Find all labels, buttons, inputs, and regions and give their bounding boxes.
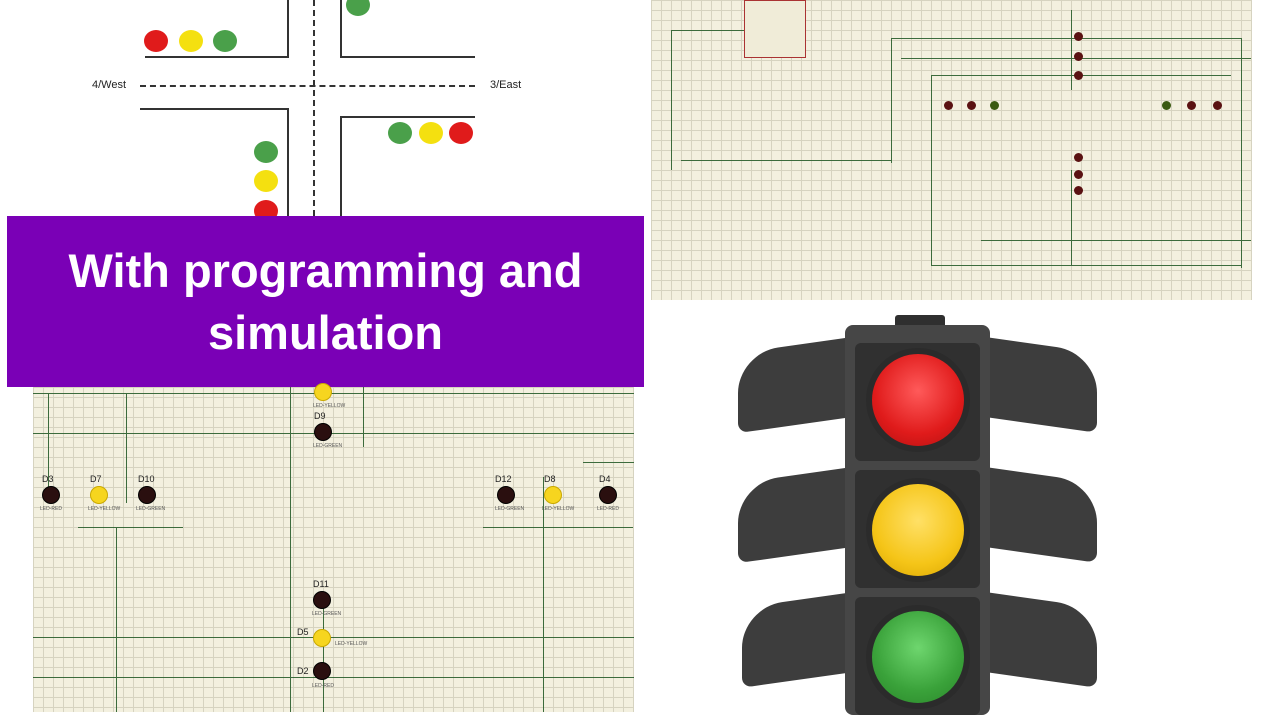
led-label: D7 [90,474,102,484]
led-label: D12 [495,474,512,484]
yellow-light [179,30,203,52]
led-red [1074,32,1083,41]
led-type: LED-GREEN [495,506,525,512]
led-type: LED-RED [312,683,334,689]
yellow-lamp [866,478,970,582]
led-type: LED-RED [40,506,62,512]
circuit-schematic-top [651,0,1252,300]
led-label: D11 [313,579,329,589]
led-type: LED-GREEN [312,611,342,617]
led-red [944,101,953,110]
led-d5 [313,629,331,647]
led-d9 [314,423,332,441]
led-d7 [90,486,108,504]
led-type: LED-YELLOW [88,506,121,512]
green-light [254,141,278,163]
green-light [388,122,412,144]
intersection-diagram: 4/West 3/East [0,0,645,222]
led-type: LED-YELLOW [313,403,346,409]
banner-line-1: With programming and [68,244,583,297]
red-light [449,122,473,144]
led-red [1074,170,1083,179]
led-d3 [42,486,60,504]
led-red [967,101,976,110]
led-red [1074,186,1083,195]
led-d10 [138,486,156,504]
led-d4 [599,486,617,504]
red-lamp [866,348,970,452]
green-light [213,30,237,52]
led-green [990,101,999,110]
led-d8 [544,486,562,504]
led-d11 [313,591,331,609]
led-green [1162,101,1171,110]
red-light [144,30,168,52]
led-type: LED-GREEN [136,506,166,512]
east-label: 3/East [490,79,522,91]
led-label: D3 [42,474,54,484]
traffic-light-illustration [730,315,1110,715]
led-red [1074,52,1083,61]
led-type: LED-YELLOW [335,641,368,647]
led-red [1074,153,1083,162]
green-light [346,0,370,16]
west-label: 4/West [92,79,127,91]
led-d12 [497,486,515,504]
led-type: LED-YELLOW [542,506,575,512]
circuit-schematic-bottom: D3 LED-RED D7 LED-YELLOW D10 LED-GREEN D… [33,383,634,712]
led-red [1213,101,1222,110]
led-label: D10 [138,474,155,484]
led-label: D2 [297,666,309,676]
green-lamp [866,605,970,709]
yellow-light [419,122,443,144]
title-banner: With programming and simulation [7,216,644,387]
led-label: D5 [297,627,309,637]
led-red [1074,71,1083,80]
led-label: D8 [544,474,556,484]
yellow-light [254,170,278,192]
led-type: LED-RED [597,506,619,512]
led-type: LED-GREEN [313,443,343,449]
led-label: D9 [314,411,326,421]
led-red [1187,101,1196,110]
led-top-yellow [314,383,332,401]
led-label: D4 [599,474,611,484]
led-d2 [313,662,331,680]
banner-line-2: simulation [207,306,444,359]
